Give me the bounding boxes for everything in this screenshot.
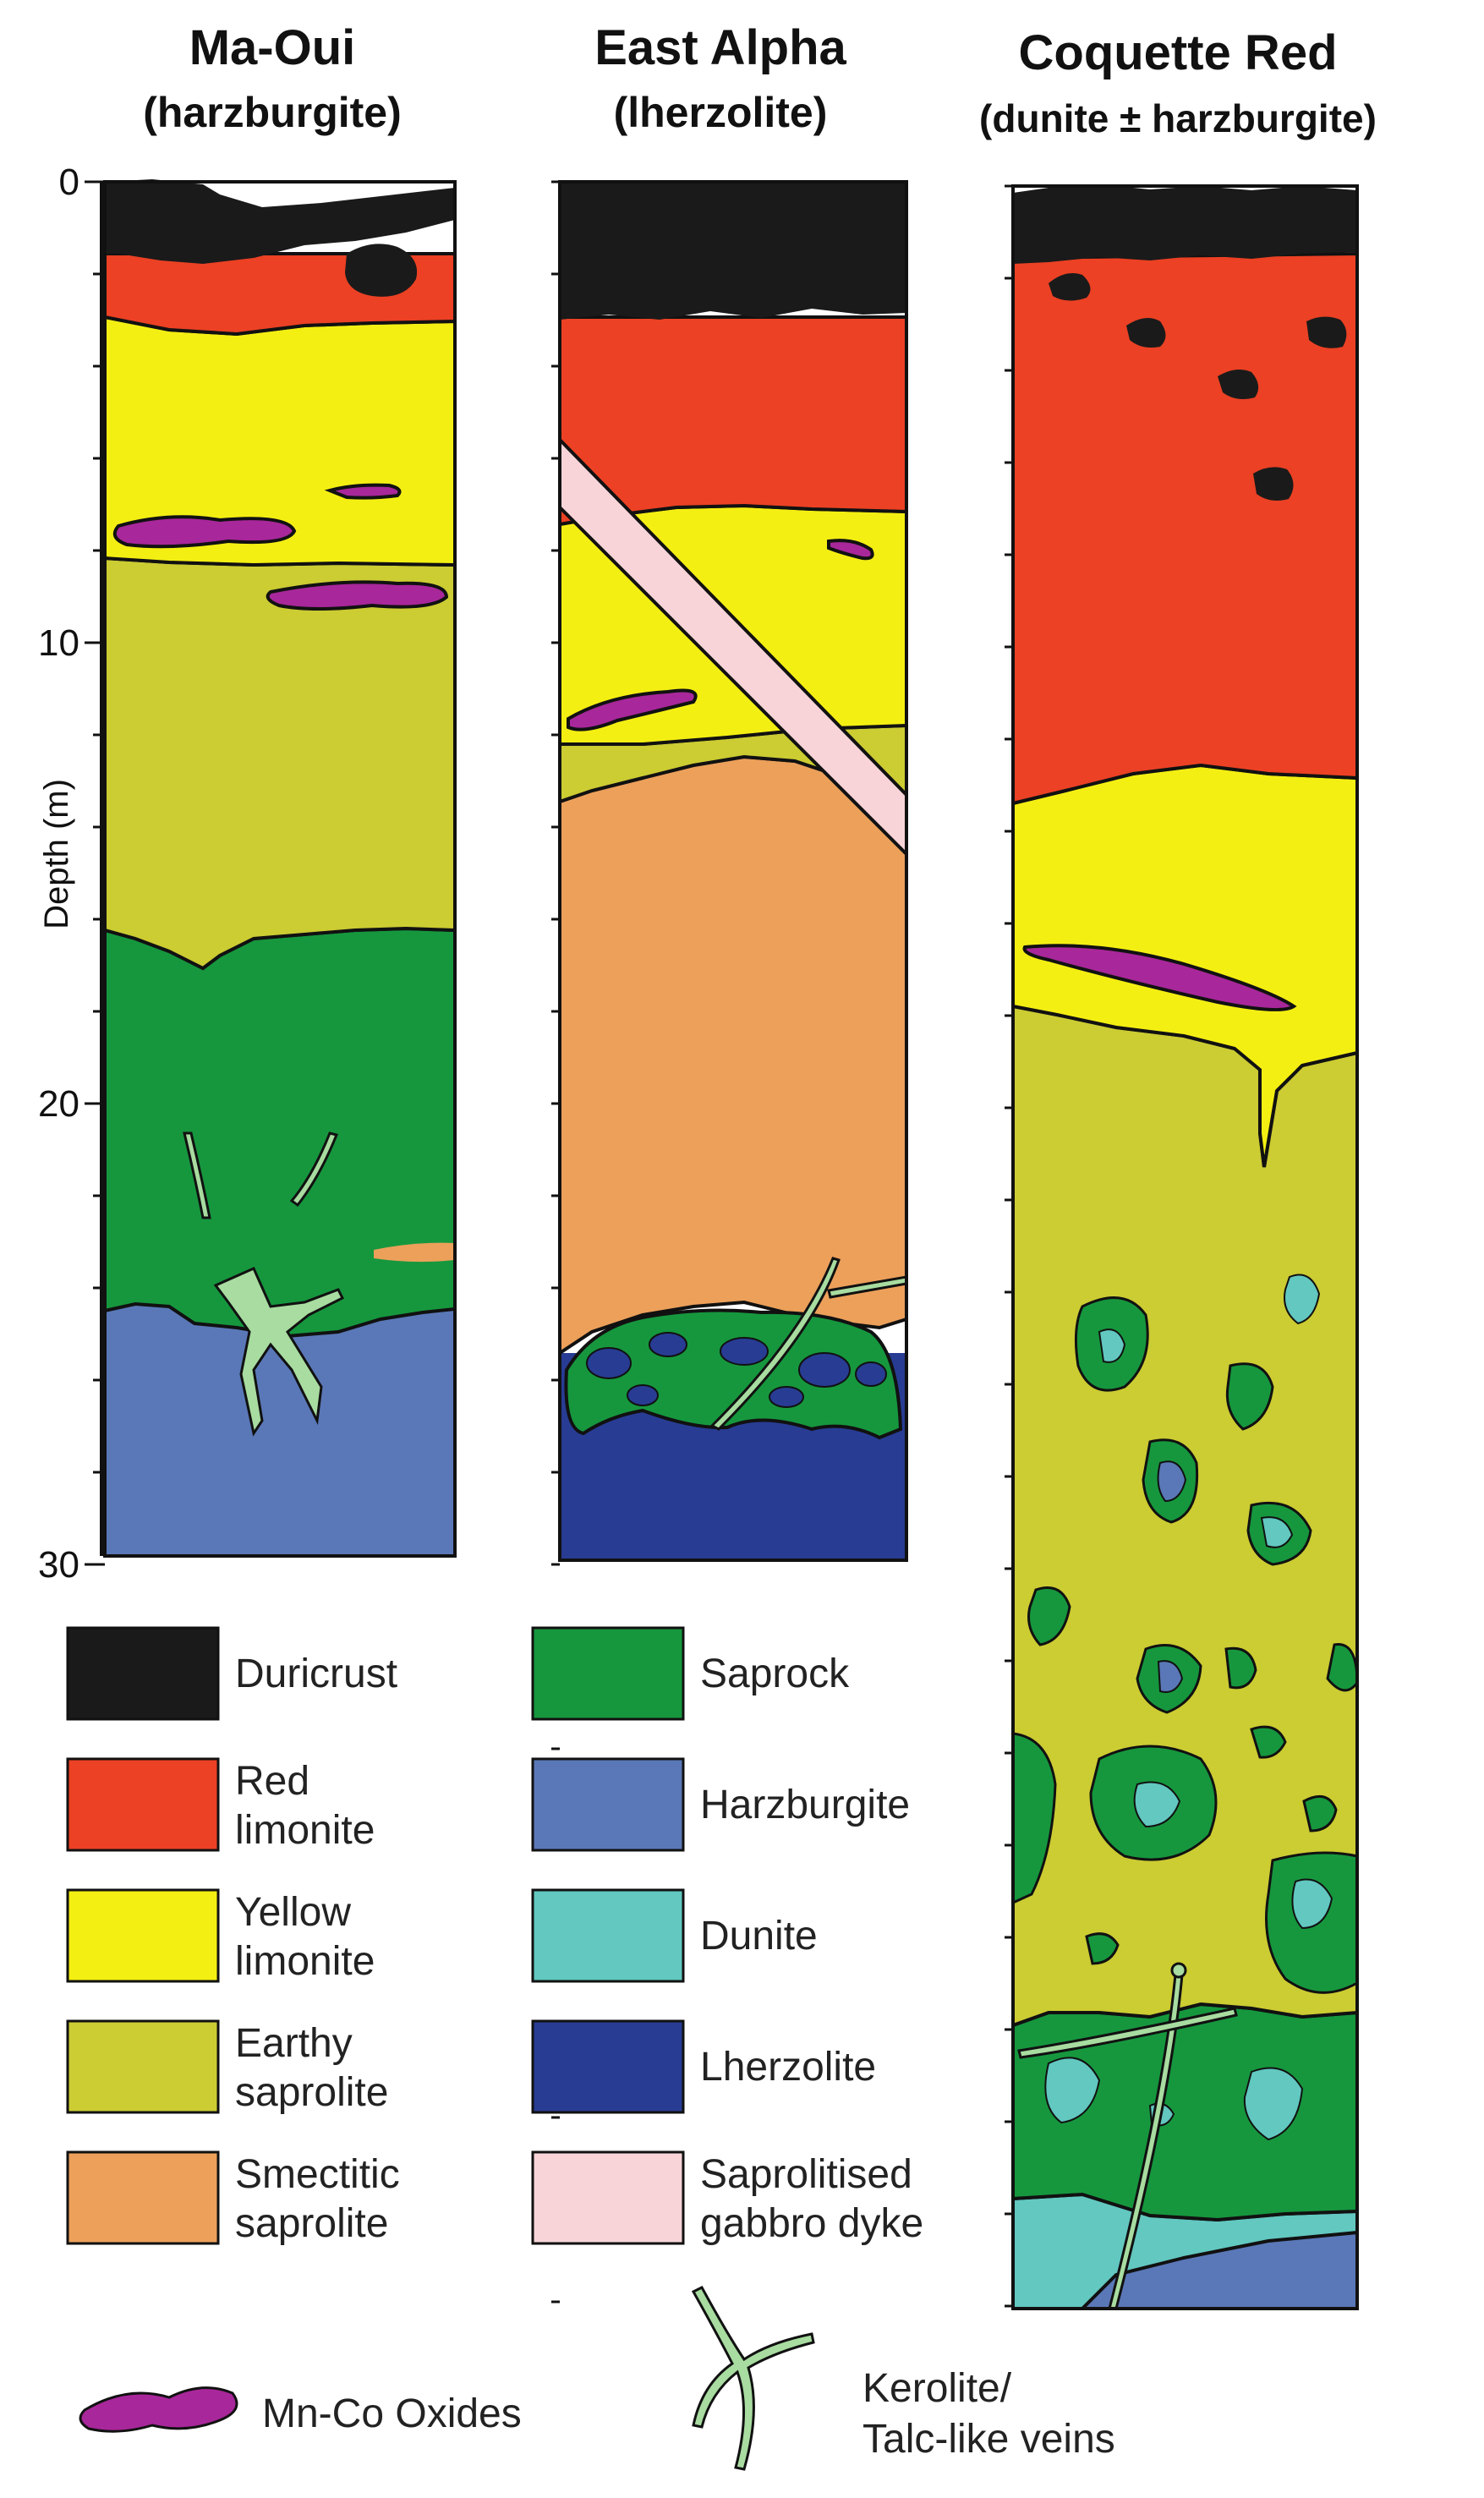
layer-duricrust (560, 182, 906, 320)
legend-label: Saprock (700, 1652, 850, 1696)
legend-label: Saprolitised (700, 2152, 912, 2197)
smectitic-lens (374, 1242, 455, 1263)
legend-item-lherzolite: Lherzolite (531, 2019, 876, 2114)
legend-label-kerolite-2: Talc-like veins (862, 2417, 1115, 2462)
legend-item-harzburgite: Harzburgite (531, 1757, 910, 1852)
mnco-oxide-lens (112, 515, 297, 549)
legend-swatch (66, 1757, 220, 1852)
layer-red-limonite (1011, 251, 1359, 806)
legend-label: saprolite (235, 2201, 388, 2246)
legend-item-duricrust: Duricrust (66, 1626, 397, 1721)
legend-label: Duricrust (235, 1652, 397, 1696)
dunite-cores (1044, 1274, 1333, 2141)
depth-tick-10: 10 (38, 622, 79, 664)
legend-swatch (66, 1626, 220, 1721)
legend-swatch (531, 2150, 685, 2245)
layer-duricrust (1013, 184, 1357, 264)
column-title-coquette: Coquette Red (1019, 25, 1338, 80)
column-frame (558, 180, 908, 1562)
legend-label: gabbro dyke (700, 2201, 923, 2246)
legend-swatch (531, 1757, 685, 1852)
legend-label: Red (235, 1759, 309, 1804)
column-title-maoui: Ma-Oui (189, 20, 356, 75)
column-eastalpha (558, 180, 908, 1562)
duricrust-nodule (345, 244, 418, 297)
column-frame (103, 180, 457, 1558)
legend-label: saprolite (235, 2070, 388, 2115)
mnco-oxide-lens (266, 580, 449, 611)
depth-tick-0: 0 (59, 162, 79, 203)
kerolite-vein (183, 1131, 345, 1437)
legend-swatch (66, 2150, 220, 2245)
legend-label: Lherzolite (700, 2045, 876, 2090)
column-maoui (103, 179, 457, 1558)
legend-item-kerolite: Kerolite/ Talc-like veins (691, 2286, 1115, 2471)
legend-swatch (531, 2019, 685, 2114)
legend-label: Harzburgite (700, 1783, 910, 1827)
legend-label: Earthy (235, 2021, 353, 2066)
mnco-oxide-lens (1022, 944, 1297, 1011)
column-subtitle-maoui: (harzburgite) (143, 89, 402, 136)
column-subtitle-coquette: (dunite ± harzburgite) (979, 96, 1377, 140)
legend-item-mnco: Mn-Co Oxides (79, 2386, 522, 2436)
mnco-swatch-icon (79, 2386, 238, 2433)
column-frame (1011, 184, 1359, 2310)
lherzolite-windows (586, 1332, 887, 1408)
layer-saprock (103, 926, 457, 1339)
legend: DuricrustRedlimoniteYellowlimoniteEarthy… (66, 1626, 923, 2246)
layer-smectitic-saprolite (558, 754, 908, 1356)
layer-duricrust (105, 179, 455, 264)
legend-label-kerolite-1: Kerolite/ (862, 2366, 1012, 2411)
kerolite-swatch-icon (691, 2286, 815, 2471)
column-subtitle-eastalpha: (lherzolite) (614, 89, 828, 136)
legend-label: Yellow (235, 1890, 351, 1935)
mnco-oxide-lens (827, 539, 874, 561)
legend-label: Dunite (700, 1914, 818, 1958)
depth-axis-label: Depth (m) (38, 779, 75, 929)
depth-tick-30: 30 (38, 1544, 79, 1586)
legend-swatch (531, 1888, 685, 1983)
legend-item-dunite: Dunite (531, 1888, 818, 1983)
legend-label: limonite (235, 1939, 375, 1984)
legend-label-mnco: Mn-Co Oxides (262, 2391, 522, 2436)
legend-swatch (66, 1888, 220, 1983)
legend-label: limonite (235, 1808, 375, 1853)
legend-swatch (531, 1626, 685, 1721)
legend-item-saprock: Saprock (531, 1626, 850, 1721)
column-title-eastalpha: East Alpha (594, 20, 846, 75)
layer-earthy-saprolite (103, 556, 457, 971)
mnco-oxide-lens (324, 483, 402, 500)
duricrust-nodules (1049, 272, 1347, 501)
legend-swatch (66, 2019, 220, 2114)
depth-tick-20: 20 (38, 1083, 79, 1125)
mnco-oxide-lens (567, 688, 698, 731)
legend-label: Smectitic (235, 2152, 400, 2197)
column-coquette (1011, 184, 1359, 2310)
harzburgite-cores (1157, 1460, 1187, 1693)
